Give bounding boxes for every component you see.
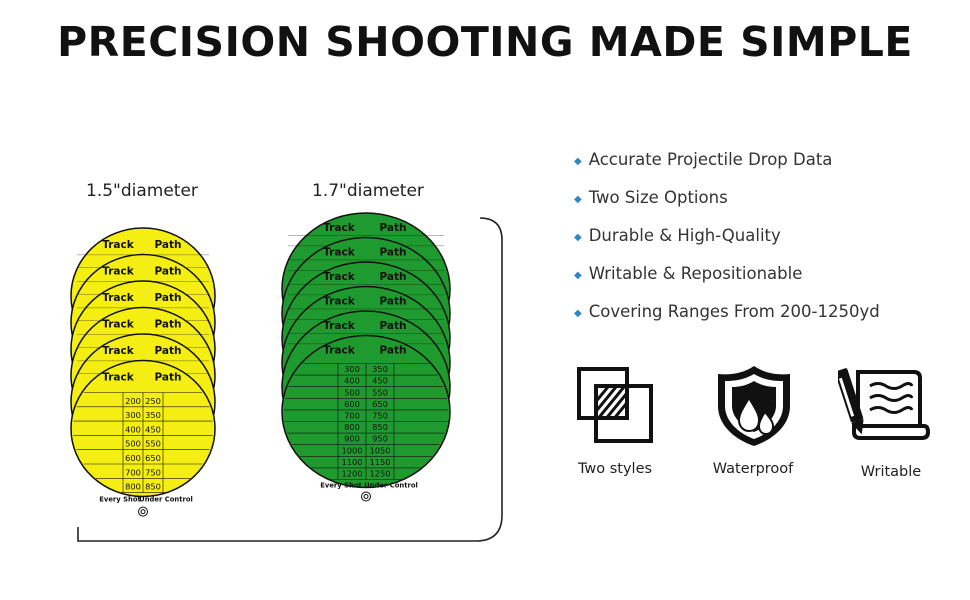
sticker-header-right: Path: [380, 345, 407, 357]
sticker-header-left: Track: [323, 271, 355, 283]
target-logo-icon: [361, 491, 371, 502]
sticker-footer-right: Under Control: [139, 496, 193, 504]
diamond-bullet-icon: ◆: [574, 270, 582, 281]
sticker-footer-left: Every Shot: [99, 496, 141, 504]
range-value: 650: [145, 453, 161, 463]
range-value: 1100: [341, 457, 362, 467]
range-value: 1050: [369, 445, 390, 455]
sticker-footer-left: Every Shot: [320, 482, 362, 490]
range-value: 300: [344, 364, 360, 374]
diamond-bullet-icon: ◆: [574, 308, 582, 319]
sticker-header-left: Track: [102, 319, 134, 331]
range-value: 450: [145, 424, 161, 434]
range-value: 250: [145, 396, 161, 406]
feature-item: ◆Accurate Projectile Drop Data: [574, 150, 833, 169]
range-value: 400: [125, 424, 141, 434]
sticker-header-left: Track: [102, 266, 134, 278]
range-value: 350: [372, 364, 388, 374]
diamond-bullet-icon: ◆: [574, 232, 582, 243]
sticker-header-left: Track: [102, 345, 134, 357]
range-value: 650: [372, 399, 388, 409]
feature-list: ◆Accurate Projectile Drop Data ◆Two Size…: [574, 150, 880, 340]
sticker-header-right: Path: [155, 319, 182, 331]
sticker-header-left: Track: [102, 292, 134, 304]
range-value: 1150: [369, 457, 390, 467]
sticker-header-left: Track: [323, 345, 355, 357]
sticker-header-left: Track: [323, 320, 355, 332]
range-value: 300: [125, 410, 141, 420]
feature-item: ◆Two Size Options: [574, 188, 728, 207]
pen-and-paper-icon: [838, 368, 930, 440]
range-value: 700: [125, 467, 141, 477]
writable-caption: Writable: [860, 464, 922, 480]
range-value: 750: [372, 411, 388, 421]
diamond-bullet-icon: ◆: [574, 156, 582, 167]
range-value: 500: [125, 439, 141, 449]
sticker-header-right: Path: [155, 266, 182, 278]
sticker-header-right: Path: [380, 296, 407, 308]
range-value: 500: [344, 387, 360, 397]
feature-item: ◆Writable & Repositionable: [574, 264, 803, 283]
sticker-header-left: Track: [102, 372, 134, 384]
range-value: 400: [344, 376, 360, 386]
sticker-header-right: Path: [380, 247, 407, 259]
range-value: 450: [372, 376, 388, 386]
two-styles-caption: Two styles: [577, 461, 653, 477]
range-value: 200: [125, 396, 141, 406]
range-value: 750: [145, 467, 161, 477]
sticker-header-left: Track: [323, 296, 355, 308]
range-value: 600: [125, 453, 141, 463]
sticker-header-right: Path: [380, 222, 407, 234]
range-value: 350: [145, 410, 161, 420]
range-value: 550: [145, 439, 161, 449]
large-size-label: 1.7"diameter: [312, 181, 424, 201]
range-value: 1000: [341, 445, 362, 455]
range-value: 550: [372, 387, 388, 397]
target-logo-icon: [140, 509, 146, 515]
range-value: 850: [372, 422, 388, 432]
feature-item: ◆Durable & High-Quality: [574, 226, 781, 245]
sticker-header-right: Path: [380, 271, 407, 283]
target-logo-icon: [363, 494, 369, 499]
bracket-line: [77, 217, 503, 542]
sticker-header-right: Path: [380, 320, 407, 332]
small-size-label: 1.5"diameter: [86, 181, 198, 201]
two-squares-icon: [577, 367, 653, 443]
sticker-header-right: Path: [155, 239, 182, 251]
sticker-header-right: Path: [155, 372, 182, 384]
range-value: 700: [344, 411, 360, 421]
sticker-header-left: Track: [323, 247, 355, 259]
range-value: 800: [344, 422, 360, 432]
feature-item: ◆Covering Ranges From 200-1250yd: [574, 302, 880, 321]
range-value: 1200: [341, 469, 362, 479]
sticker-header-left: Track: [323, 222, 355, 234]
range-value: 800: [125, 482, 141, 492]
headline: PRECISION SHOOTING MADE SIMPLE: [57, 18, 913, 66]
range-value: 950: [372, 434, 388, 444]
shield-water-drops-icon: [718, 366, 790, 446]
waterproof-caption: Waterproof: [712, 461, 794, 477]
sticker-header-left: Track: [102, 239, 134, 251]
range-value: 1250: [369, 469, 390, 479]
target-logo-icon: [138, 506, 148, 517]
sticker-header-right: Path: [155, 345, 182, 357]
range-value: 850: [145, 482, 161, 492]
sticker-footer-right: Under Control: [364, 482, 418, 490]
sticker-header-right: Path: [155, 292, 182, 304]
range-value: 600: [344, 399, 360, 409]
diamond-bullet-icon: ◆: [574, 194, 582, 205]
range-value: 900: [344, 434, 360, 444]
